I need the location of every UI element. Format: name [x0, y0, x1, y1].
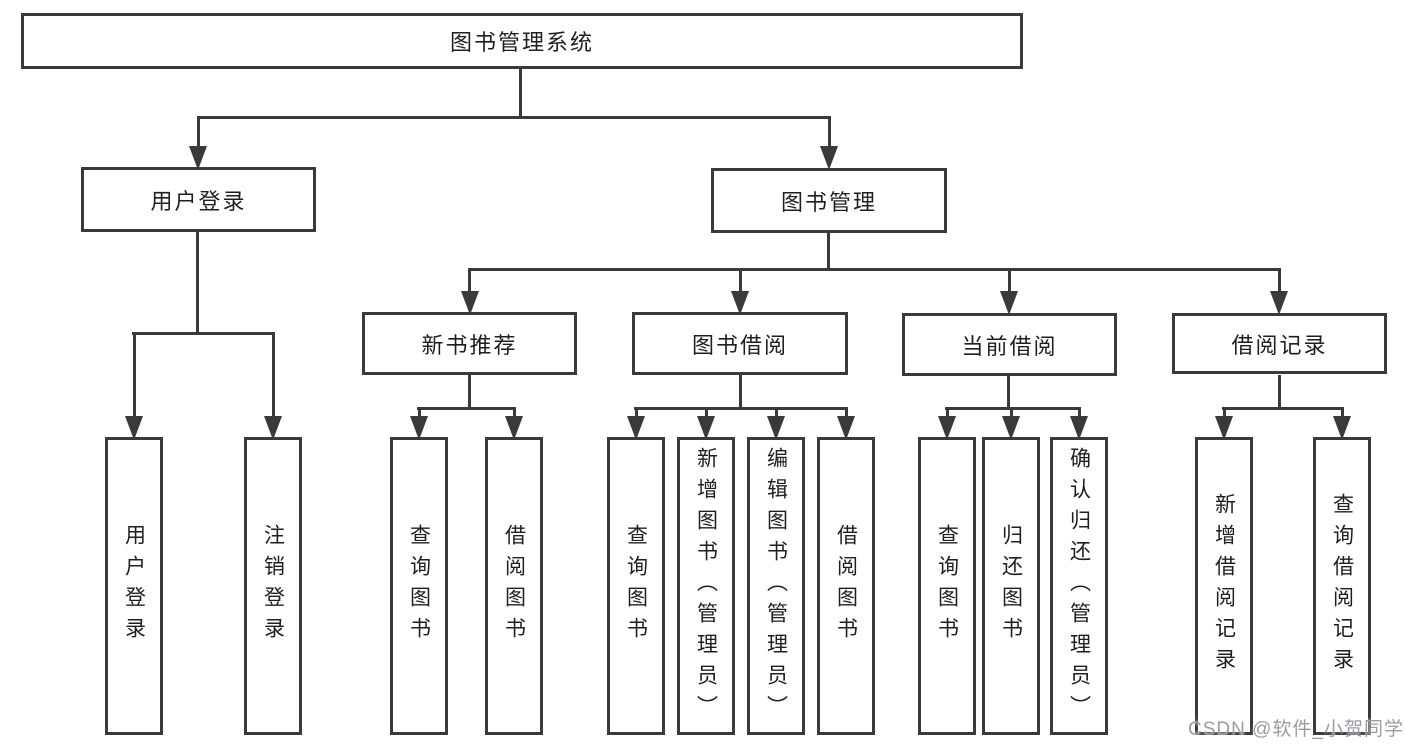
connector-line	[845, 407, 848, 419]
connector-line	[196, 232, 199, 335]
connector-line	[417, 407, 516, 410]
connector-line	[705, 407, 708, 419]
connector-line	[418, 407, 421, 419]
arrow-down-icon	[820, 146, 838, 170]
node-label: 查询图书	[624, 524, 648, 648]
node-label: 查询借阅记录	[1330, 493, 1354, 679]
node-label: 图书借阅	[691, 332, 788, 358]
node-label: 查询图书	[407, 524, 431, 648]
node-label: 借阅图书	[834, 524, 858, 648]
node-label: 新增图书（管理员）	[694, 446, 718, 726]
connector-line	[1222, 407, 1344, 410]
arrow-down-icon	[1000, 291, 1018, 315]
node-book-borrowing: 图书借阅	[632, 312, 848, 375]
arrow-down-icon	[627, 416, 645, 440]
node-label: 归还图书	[999, 524, 1023, 648]
arrow-down-icon	[189, 146, 207, 170]
node-book-management: 图书管理	[711, 168, 947, 233]
arrow-down-icon	[410, 416, 428, 440]
node-label: 借阅记录	[1231, 332, 1328, 358]
node-label: 查询图书	[935, 524, 959, 648]
arrow-down-icon	[1002, 416, 1020, 440]
connector-line	[635, 407, 638, 419]
node-label: 编辑图书（管理员）	[764, 446, 788, 726]
connector-line	[828, 116, 831, 146]
node-new-book-recommendation: 新书推荐	[362, 312, 577, 375]
connector-line	[513, 407, 516, 419]
connector-line	[1278, 375, 1281, 410]
leaf-query-books-borrowing: 查询图书	[607, 437, 665, 735]
leaf-user-login: 用户登录	[105, 437, 163, 735]
connector-line	[133, 332, 136, 416]
connector-line	[468, 268, 1281, 271]
arrow-down-icon	[1270, 291, 1288, 315]
arrow-down-icon	[125, 416, 143, 440]
arrow-down-icon	[1333, 416, 1351, 440]
leaf-return-books: 归还图书	[982, 437, 1040, 735]
node-label: 借阅图书	[502, 524, 526, 648]
connector-line	[1278, 268, 1281, 291]
leaf-query-borrow-record: 查询借阅记录	[1313, 437, 1371, 735]
leaf-borrow-books-borrowing: 借阅图书	[817, 437, 875, 735]
leaf-add-borrow-record: 新增借阅记录	[1195, 437, 1253, 735]
node-label: 当前借阅	[961, 333, 1058, 359]
node-root-library-management-system: 图书管理系统	[21, 13, 1023, 69]
node-label: 图书管理系统	[449, 30, 594, 55]
connector-line	[1078, 407, 1081, 419]
watermark: CSDN @软件_小贺同学	[1188, 719, 1404, 740]
connector-line	[519, 68, 522, 118]
leaf-query-books-current: 查询图书	[918, 437, 976, 735]
node-borrowing-records: 借阅记录	[1172, 313, 1387, 374]
node-label: 新书推荐	[421, 332, 518, 358]
arrow-down-icon	[697, 416, 715, 440]
node-label: 用户登录	[122, 524, 146, 648]
leaf-borrow-books-recommendation: 借阅图书	[485, 437, 543, 735]
connector-line	[197, 116, 200, 146]
connector-line	[132, 332, 275, 335]
connector-line	[1010, 407, 1013, 419]
connector-line	[468, 375, 471, 410]
connector-line	[1007, 376, 1010, 410]
arrow-down-icon	[461, 291, 479, 315]
arrow-down-icon	[264, 416, 282, 440]
arrow-down-icon	[837, 416, 855, 440]
connector-line	[1008, 268, 1011, 291]
leaf-confirm-return-admin: 确认归还（管理员）	[1050, 437, 1108, 735]
arrow-down-icon	[1215, 416, 1233, 440]
arrow-down-icon	[767, 416, 785, 440]
node-label: 新增借阅记录	[1212, 493, 1236, 679]
leaf-add-books-admin: 新增图书（管理员）	[677, 437, 735, 735]
node-label: 用户登录	[150, 188, 247, 214]
arrow-down-icon	[1070, 416, 1088, 440]
node-user-login: 用户登录	[81, 167, 316, 232]
leaf-logout: 注销登录	[244, 437, 302, 735]
connector-line	[1223, 407, 1226, 419]
arrow-down-icon	[731, 291, 749, 315]
connector-line	[946, 407, 949, 419]
node-label: 图书管理	[780, 189, 877, 215]
node-label: 注销登录	[261, 524, 285, 648]
connector-line	[197, 116, 831, 119]
connector-line	[468, 268, 471, 291]
connector-line	[739, 375, 742, 410]
arrow-down-icon	[505, 416, 523, 440]
connector-line	[272, 332, 275, 416]
connector-line	[775, 407, 778, 419]
node-label: 确认归还（管理员）	[1067, 446, 1091, 726]
arrow-down-icon	[938, 416, 956, 440]
leaf-edit-books-admin: 编辑图书（管理员）	[747, 437, 805, 735]
connector-line	[1341, 407, 1344, 419]
node-current-borrowing: 当前借阅	[902, 313, 1117, 376]
leaf-query-books-recommendation: 查询图书	[390, 437, 448, 735]
connector-line	[739, 268, 742, 291]
connector-line	[945, 407, 1081, 410]
connector-line	[827, 233, 830, 271]
